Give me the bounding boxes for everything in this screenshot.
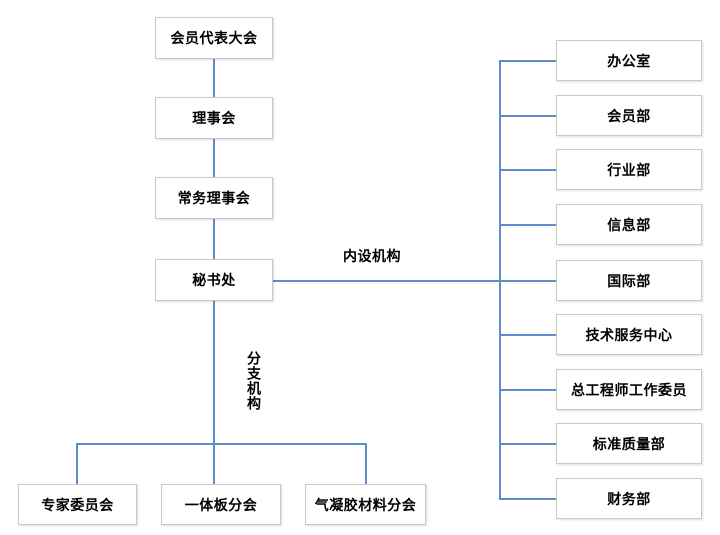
dept-office[interactable]: 办公室 xyxy=(556,40,702,81)
connector-secretariat-to-trunk xyxy=(273,280,501,282)
connector-stub-information xyxy=(499,224,556,226)
connector-stub-membership xyxy=(499,115,556,117)
connector-stub-standards-quality xyxy=(499,443,556,445)
branch-expert-committee[interactable]: 专家委员会 xyxy=(18,484,137,525)
dept-industry[interactable]: 行业部 xyxy=(556,149,702,190)
connector-stub-chief-engineer-committee xyxy=(499,389,556,391)
connector-council-to-standing xyxy=(213,139,215,177)
connector-stub-office xyxy=(499,60,556,62)
node-council[interactable]: 理事会 xyxy=(155,97,273,139)
label-internal-departments: 内设机构 xyxy=(343,249,401,265)
connector-stub-international xyxy=(499,280,556,282)
branch-aerogel-material[interactable]: 气凝胶材料分会 xyxy=(305,484,426,525)
connector-branch-drop-aerogel xyxy=(365,443,367,484)
connector-stub-tech-service-center xyxy=(499,334,556,336)
dept-international[interactable]: 国际部 xyxy=(556,260,702,301)
connector-branch-drop-panel xyxy=(213,443,215,484)
dept-tech-service-center[interactable]: 技术服务中心 xyxy=(556,314,702,355)
node-standing-council[interactable]: 常务理事会 xyxy=(155,177,273,219)
connector-branch-bar xyxy=(76,443,366,445)
connector-standing-to-secretariat xyxy=(213,219,215,259)
node-secretariat[interactable]: 秘书处 xyxy=(155,259,273,301)
dept-standards-quality[interactable]: 标准质量部 xyxy=(556,423,702,464)
node-assembly[interactable]: 会员代表大会 xyxy=(155,17,273,59)
connector-branch-drop-expert xyxy=(76,443,78,484)
dept-chief-engineer-committee[interactable]: 总工程师工作委员 xyxy=(556,369,702,410)
branch-integrated-panel[interactable]: 一体板分会 xyxy=(161,484,281,525)
dept-information[interactable]: 信息部 xyxy=(556,204,702,245)
label-branch-organizations: 分支机构 xyxy=(245,351,261,411)
connector-secretariat-to-branch-bar xyxy=(213,301,215,443)
dept-membership[interactable]: 会员部 xyxy=(556,95,702,136)
connector-stub-finance xyxy=(499,498,556,500)
connector-assembly-to-council xyxy=(213,59,215,97)
connector-stub-industry xyxy=(499,169,556,171)
dept-finance[interactable]: 财务部 xyxy=(556,478,702,519)
